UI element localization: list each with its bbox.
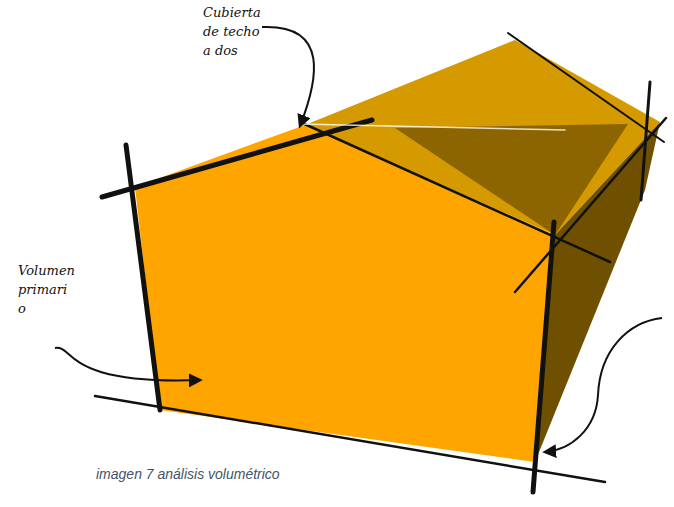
construction-lines	[95, 33, 666, 492]
leader-arrows	[55, 27, 662, 452]
side-wall	[535, 122, 660, 462]
front-face	[135, 125, 555, 462]
figure-caption: imagen 7 análisis volumétrico	[96, 466, 280, 482]
callout-label: Volumen primari o	[18, 262, 76, 319]
callout-label: Cubierta de techo a dos	[203, 4, 263, 61]
